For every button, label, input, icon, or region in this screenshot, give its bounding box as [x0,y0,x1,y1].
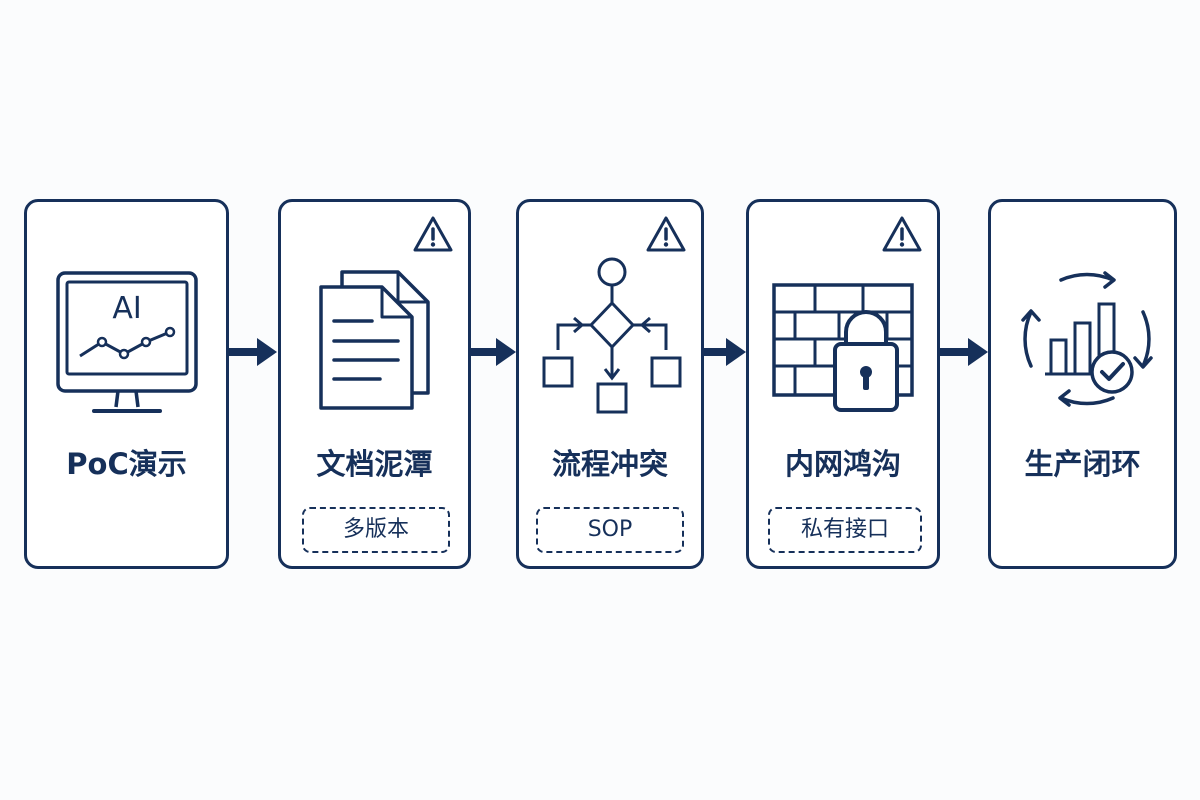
step-tag: 私有接口 [768,507,922,553]
warning-icon [882,216,922,252]
documents-icon [319,270,430,410]
step-title: 生产闭环 [1024,447,1141,481]
step-card-poc: AI PoC演示 [24,199,229,569]
warning-icon [413,216,453,252]
arrow-right-icon [704,338,746,366]
step-card-production-loop: 生产闭环 [988,199,1177,569]
cycle-growth-check-icon [1021,271,1153,407]
monitor-chart-icon: AI [56,271,198,413]
step-card-intranet-gap: 内网鸿沟 私有接口 [746,199,940,569]
monitor-screen-label: AI [112,291,141,326]
step-tag: SOP [536,507,684,553]
step-tag: 多版本 [302,507,450,553]
warning-icon [646,216,686,252]
step-title: PoC演示 [66,447,187,481]
step-title: 文档泥潭 [316,447,433,481]
step-title: 流程冲突 [551,447,668,481]
arrow-right-icon [229,338,277,366]
step-title: 内网鸿沟 [784,447,901,481]
flowchart-icon [542,257,682,414]
step-card-documents: 文档泥潭 多版本 [278,199,471,569]
firewall-lock-icon [772,283,914,412]
arrow-right-icon [470,338,516,366]
arrow-right-icon [940,338,988,366]
step-card-flow-conflict: 流程冲突 SOP [516,199,704,569]
